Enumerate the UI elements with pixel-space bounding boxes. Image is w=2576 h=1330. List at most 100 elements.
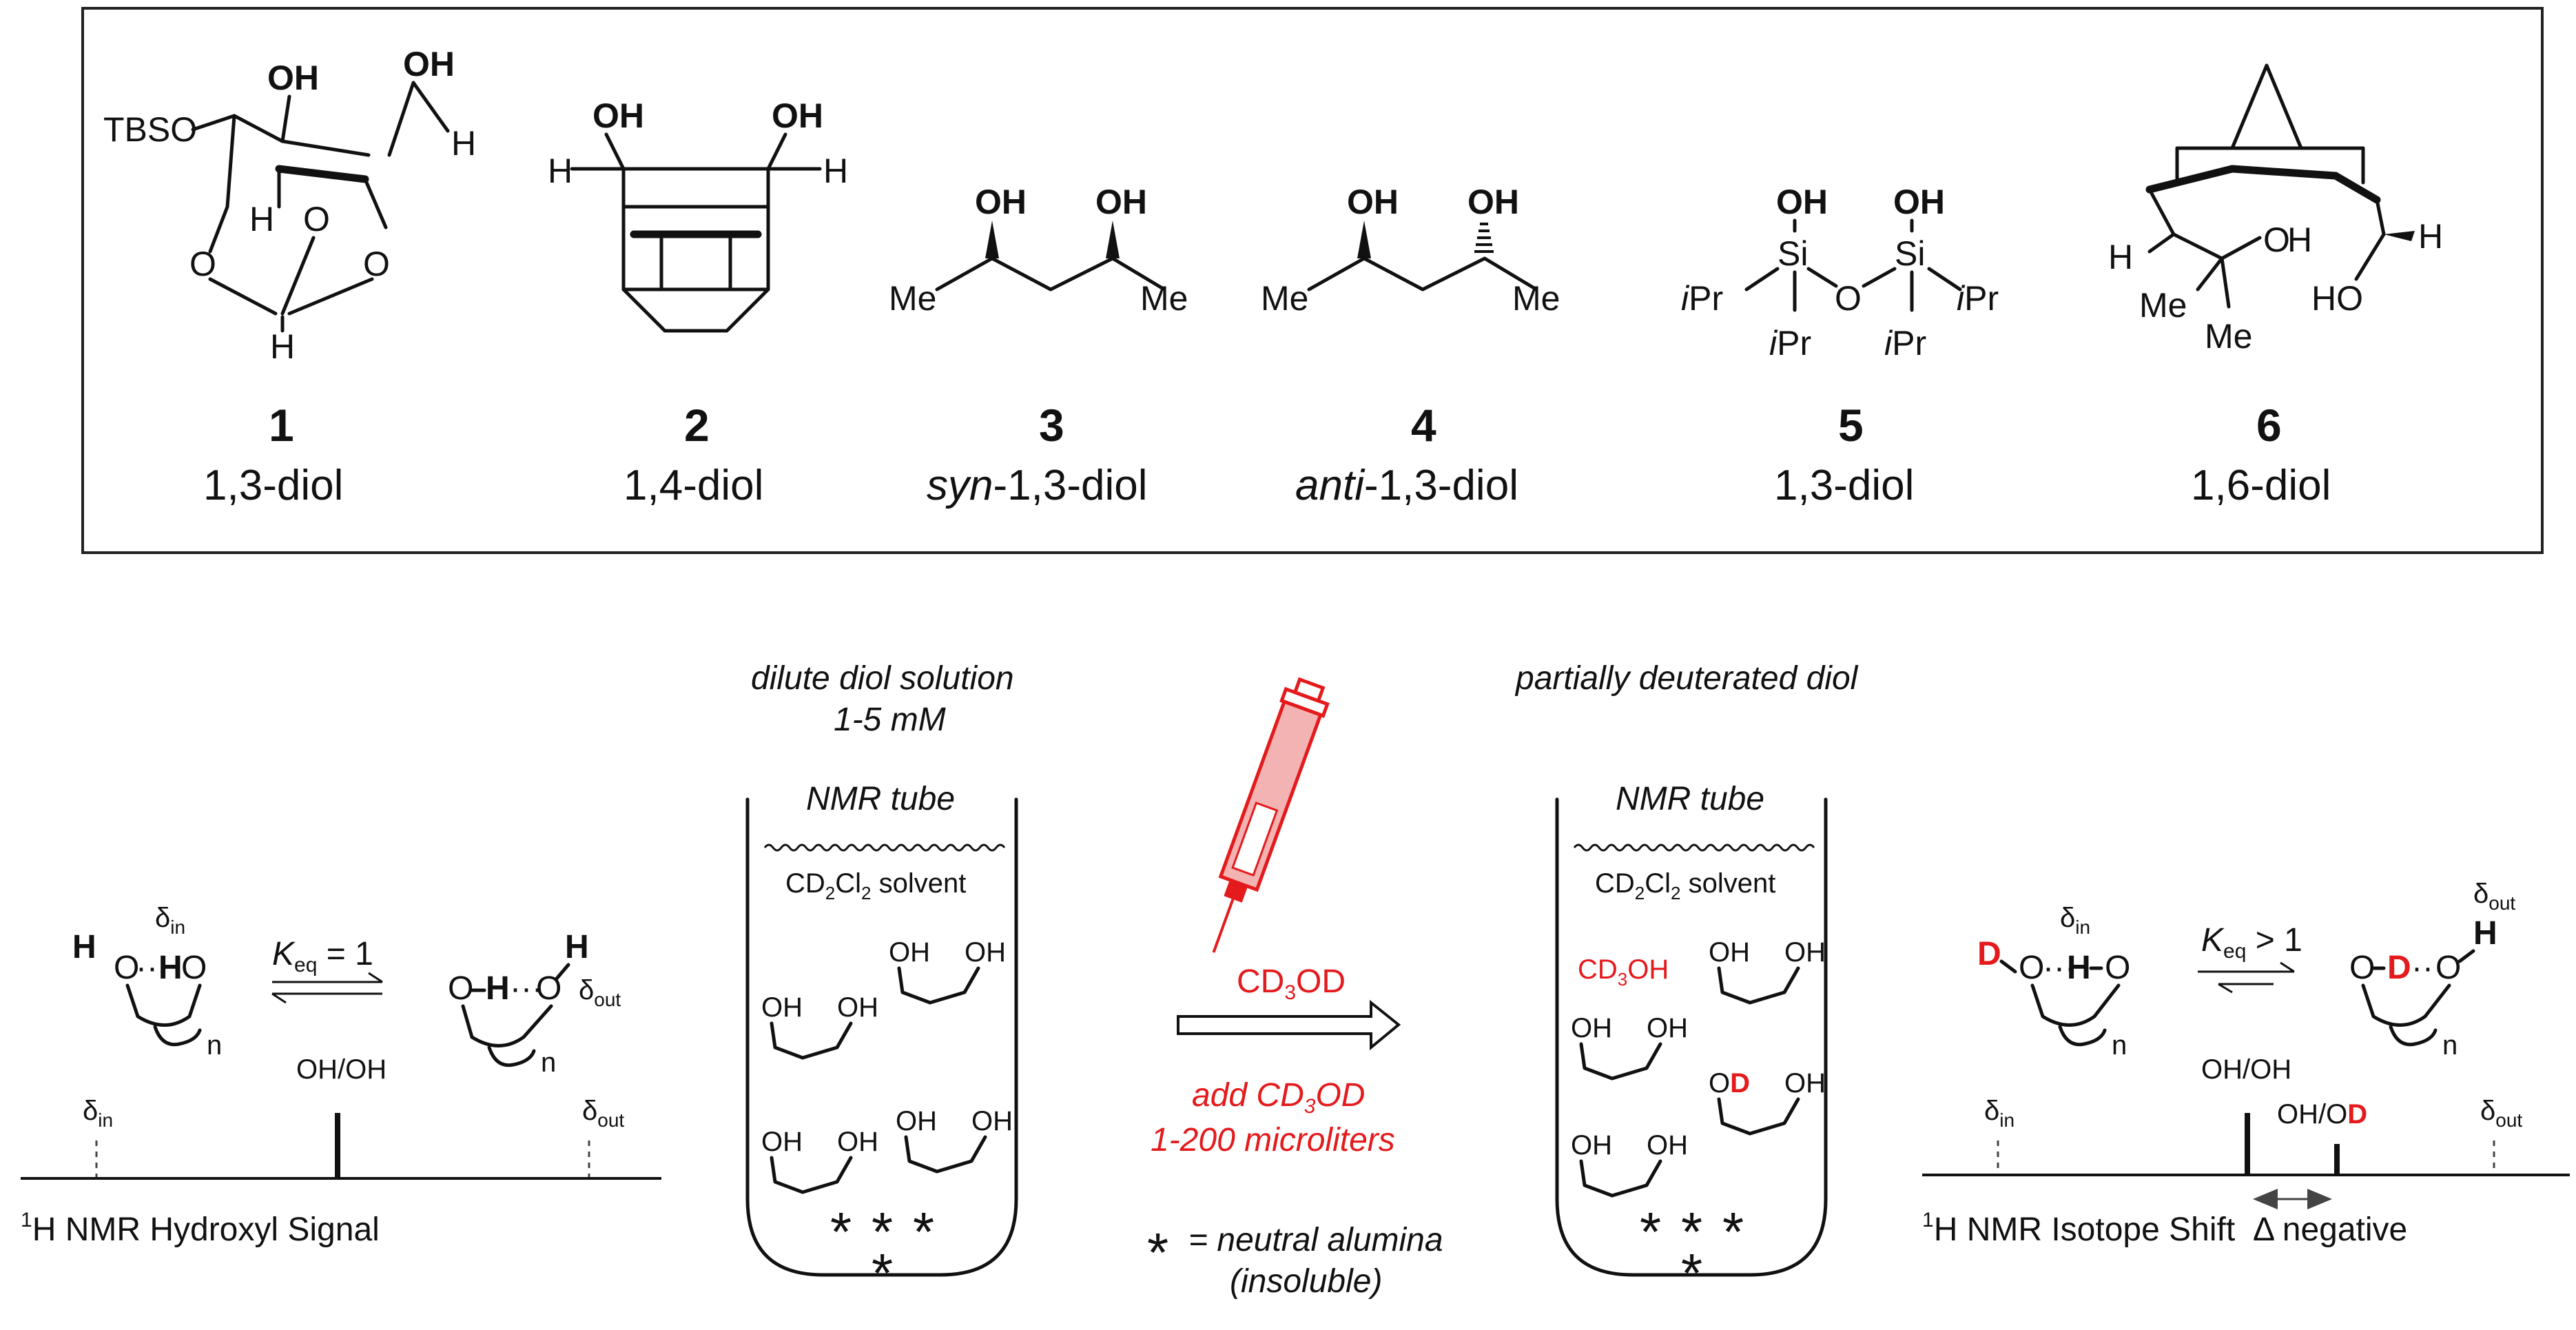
compound-3-type: syn-1,3-diol bbox=[927, 462, 1147, 509]
svg-text:H: H bbox=[2108, 238, 2133, 276]
svg-text:OH: OH bbox=[772, 96, 823, 135]
svg-text:D: D bbox=[1977, 936, 2001, 972]
left-nmr-spectrum: δin δout OH/OH 1H NMR Hydroxyl Signal bbox=[21, 1054, 661, 1248]
svg-text:H: H bbox=[548, 152, 573, 190]
svg-text:O: O bbox=[363, 245, 390, 283]
svg-text:H: H bbox=[72, 929, 96, 965]
svg-text:OH: OH bbox=[1647, 1130, 1688, 1160]
compound-5-number: 5 bbox=[1838, 400, 1864, 451]
compound-2-structure: OH OH H H bbox=[548, 96, 848, 333]
nmr-tube-right bbox=[1555, 797, 1828, 1277]
svg-text:n: n bbox=[207, 1030, 222, 1061]
svg-text:iPr: iPr bbox=[1769, 324, 1811, 362]
svg-text:*: * bbox=[1681, 1242, 1702, 1304]
svg-text:H: H bbox=[158, 950, 183, 986]
svg-text:n: n bbox=[2442, 1030, 2457, 1061]
svg-text:OD: OD bbox=[1709, 1068, 1750, 1098]
svg-text:O: O bbox=[303, 200, 330, 238]
svg-text:δin: δin bbox=[1984, 1096, 2015, 1131]
deuterated-label: partially deuterated diol bbox=[1514, 660, 1859, 697]
svg-text:δin: δin bbox=[155, 903, 185, 938]
svg-text:δin: δin bbox=[2060, 903, 2090, 938]
right-nmr-spectrum: δin δout OH/OH OH/OD 1H NMR Isotope Shif… bbox=[1922, 1054, 2570, 1248]
svg-text:OH: OH bbox=[1467, 183, 1519, 221]
svg-text:δout: δout bbox=[2480, 1096, 2522, 1131]
compound-6-structure: H O H Me Me HO H bbox=[2108, 63, 2443, 356]
svg-text:n: n bbox=[541, 1047, 556, 1078]
svg-text:NMR tube: NMR tube bbox=[1616, 781, 1764, 817]
svg-text:OH: OH bbox=[1784, 1068, 1826, 1098]
svg-text:TBSO: TBSO bbox=[103, 110, 197, 149]
svg-text:Me: Me bbox=[2139, 286, 2187, 325]
svg-text:OH: OH bbox=[896, 1106, 937, 1136]
svg-text:NMR tube: NMR tube bbox=[806, 781, 955, 817]
svg-text:Keq > 1: Keq > 1 bbox=[2201, 922, 2302, 963]
reaction-arrow bbox=[1177, 999, 1401, 1051]
svg-text:OH: OH bbox=[761, 992, 803, 1023]
compound-1-structure: TBSO OH OH H H O O O H bbox=[103, 45, 476, 366]
alumina-label: = neutral alumina bbox=[1188, 1222, 1443, 1258]
svg-text:···: ··· bbox=[510, 970, 543, 1007]
svg-text:HO: HO bbox=[2311, 279, 2363, 318]
svg-text:H: H bbox=[823, 152, 848, 190]
svg-text:O: O bbox=[2105, 950, 2130, 986]
svg-text:···: ··· bbox=[136, 950, 169, 986]
svg-text:δout: δout bbox=[2473, 879, 2515, 914]
svg-text:*: * bbox=[913, 1201, 934, 1262]
svg-text:O: O bbox=[189, 245, 216, 283]
svg-text:δout: δout bbox=[579, 975, 621, 1010]
compound-panel-frame bbox=[81, 7, 2544, 554]
svg-text:*: * bbox=[1147, 1222, 1168, 1283]
svg-text:O: O bbox=[114, 950, 139, 986]
svg-text:Me: Me bbox=[2205, 317, 2252, 356]
right-caption: 1H NMR Isotope Shift bbox=[1922, 1209, 2235, 1248]
syringe-icon bbox=[1212, 677, 1330, 953]
svg-text:OH: OH bbox=[889, 937, 930, 968]
svg-text:H: H bbox=[565, 929, 589, 965]
svg-text:Si: Si bbox=[1895, 234, 1925, 273]
solvent-left: CD2Cl2 solvent bbox=[785, 868, 966, 903]
svg-text:Me: Me bbox=[1261, 279, 1308, 318]
svg-text:Me: Me bbox=[1140, 279, 1188, 318]
svg-text:O: O bbox=[2435, 950, 2461, 986]
compound-1-number: 1 bbox=[269, 400, 294, 451]
svg-text:OH: OH bbox=[1571, 1130, 1612, 1160]
compound-1-type: 1,3-diol bbox=[203, 462, 343, 509]
reagent-label: CD3OD bbox=[1237, 963, 1346, 1004]
svg-text:OH: OH bbox=[1776, 183, 1828, 221]
svg-text:H: H bbox=[451, 124, 476, 163]
svg-text:OH: OH bbox=[267, 59, 319, 97]
svg-text:H: H bbox=[486, 970, 510, 1007]
svg-text:*: * bbox=[1681, 1201, 1702, 1262]
svg-text:δout: δout bbox=[582, 1096, 624, 1131]
svg-text:OH: OH bbox=[403, 45, 455, 83]
compound-4-number: 4 bbox=[1411, 400, 1436, 451]
svg-text:OH/OD: OH/OD bbox=[2277, 1099, 2367, 1129]
svg-text:Me: Me bbox=[889, 279, 936, 318]
svg-text:*: * bbox=[1640, 1201, 1661, 1262]
svg-text:*: * bbox=[872, 1201, 893, 1262]
svg-text:O: O bbox=[2263, 221, 2290, 259]
compound-4-structure: OH OH Me Me bbox=[1261, 183, 1560, 318]
svg-text:CD3OH: CD3OH bbox=[1578, 954, 1669, 990]
svg-text:OH: OH bbox=[837, 992, 878, 1023]
svg-text:OH: OH bbox=[1709, 937, 1750, 968]
svg-text:OH: OH bbox=[761, 1127, 803, 1157]
svg-text:δin: δin bbox=[83, 1096, 113, 1131]
svg-text:O: O bbox=[2349, 950, 2375, 986]
svg-text:Si: Si bbox=[1778, 234, 1808, 273]
svg-text:H: H bbox=[2067, 950, 2091, 986]
svg-text:OH: OH bbox=[1095, 183, 1147, 221]
compound-6-type: 1,6-diol bbox=[2191, 462, 2331, 509]
svg-text:iPr: iPr bbox=[1957, 279, 1999, 318]
svg-text:···: ··· bbox=[2043, 950, 2076, 986]
svg-text:O: O bbox=[1835, 279, 1862, 318]
svg-text:*: * bbox=[1722, 1201, 1744, 1262]
svg-text:···: ··· bbox=[2411, 950, 2444, 986]
svg-text:O: O bbox=[448, 970, 473, 1007]
left-caption: 1H NMR Hydroxyl Signal bbox=[21, 1209, 380, 1248]
dilute-solution-label: dilute diol solution bbox=[751, 660, 1014, 697]
svg-text:OH: OH bbox=[1347, 183, 1399, 221]
svg-text:OH/OH: OH/OH bbox=[2201, 1054, 2291, 1085]
